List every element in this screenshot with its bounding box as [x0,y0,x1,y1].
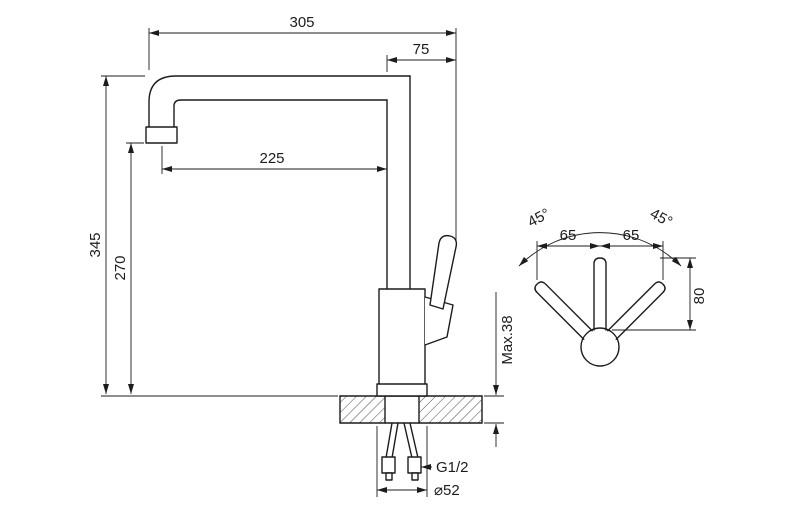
supply-hoses [381,422,422,481]
handle-hub-circle [580,327,620,367]
countertop-hatch-right [419,396,482,423]
handle-position-left [534,281,593,340]
faucet-body [378,288,426,387]
label-65-left: 65 [560,227,577,244]
handle-lever [429,234,458,310]
countertop-section [339,395,483,424]
handle-swivel-view [534,257,666,367]
handle-position-right [607,281,666,340]
label-65-right: 65 [623,227,640,244]
label-80: 80 [691,288,708,305]
label-max38: Max.38 [499,315,516,364]
label-225: 225 [259,150,284,167]
label-45-left: 45° [525,205,553,231]
base-flange [376,383,428,397]
spout-outer-edge [148,75,411,128]
handle-position-center [593,257,607,331]
label-345: 345 [87,232,104,257]
label-g12: G1/2 [436,459,469,476]
swivel-arc [518,232,682,267]
label-dia52: ⌀52 [434,482,460,499]
dimension-lines-side-view [101,28,504,497]
aerator [145,126,178,144]
label-45-right: 45° [647,205,675,231]
label-75: 75 [413,41,430,58]
hose-connector-left [381,456,396,474]
spout-inner-edge [173,99,388,128]
label-270: 270 [112,255,129,280]
faucet-side-view [145,75,458,397]
label-305: 305 [289,14,314,31]
hose-connector-right [407,456,422,474]
countertop-hatch-left [340,396,385,423]
dimension-lines-swivel-view [518,232,696,331]
